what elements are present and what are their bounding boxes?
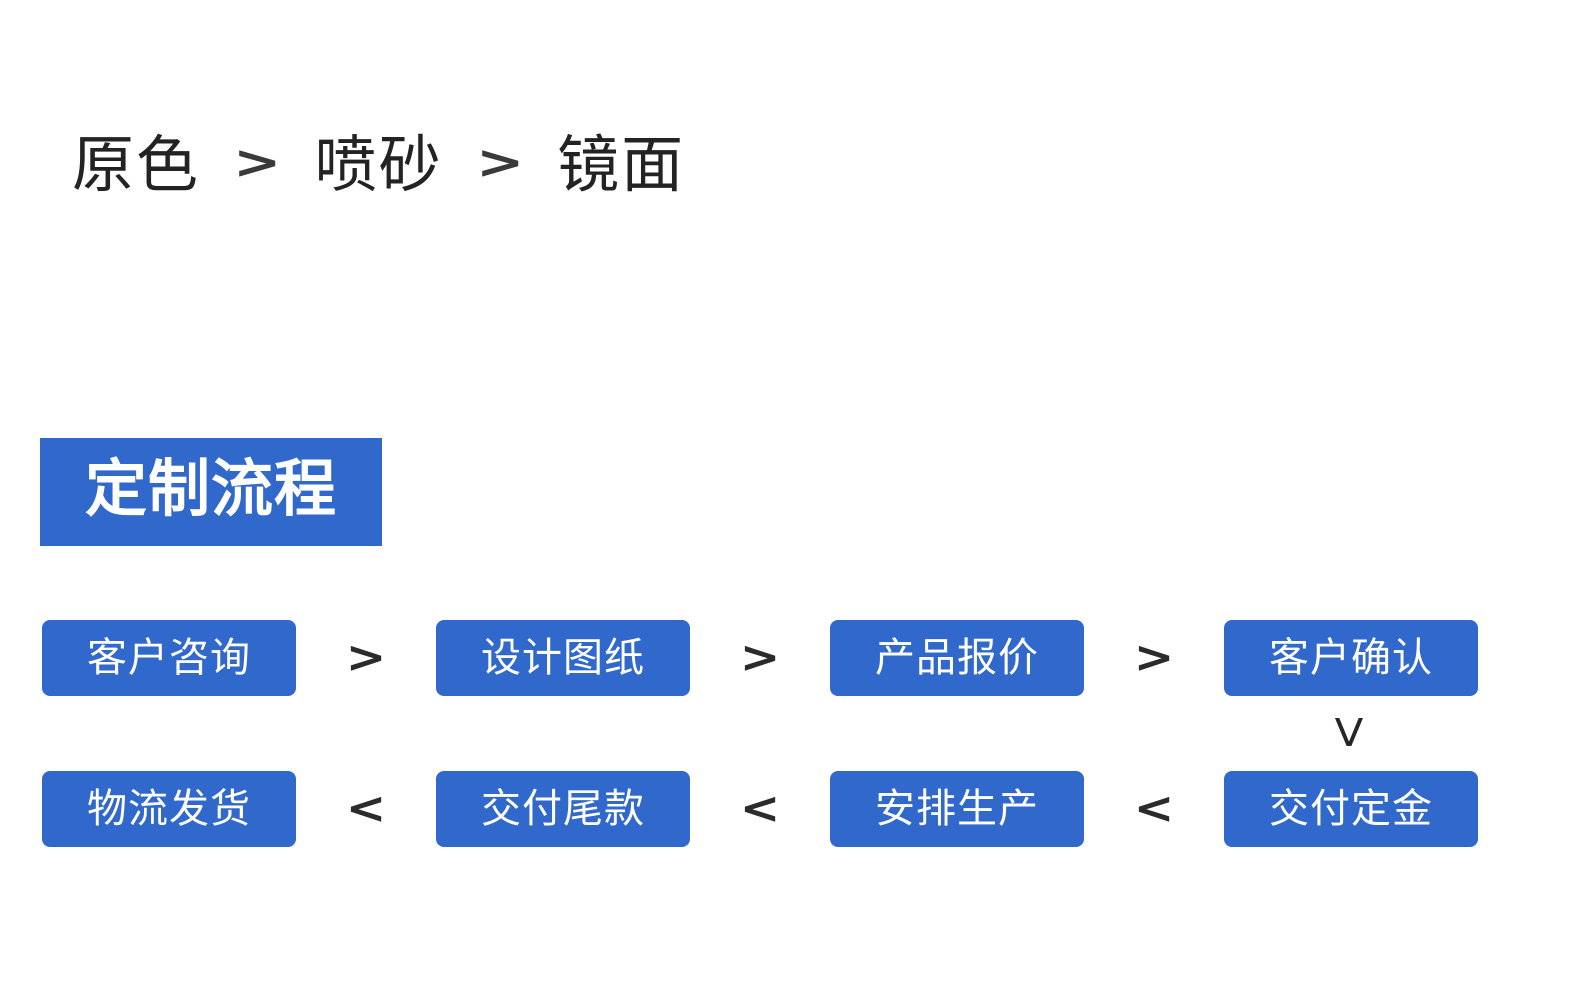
chevron-left-icon: < bbox=[345, 783, 387, 834]
flow-step-customer-confirmation[interactable]: 客户确认 bbox=[1224, 620, 1478, 696]
section-title-label: 定制流程 bbox=[84, 455, 337, 524]
flow-row-backward: 物流发货 < 交付尾款 < 安排生产 < 交付定金 bbox=[42, 771, 1478, 847]
finish-option-pensha[interactable]: 喷砂 bbox=[314, 131, 443, 200]
flow-step-arrange-production[interactable]: 安排生产 bbox=[830, 771, 1084, 847]
flow-step-product-quotation[interactable]: 产品报价 bbox=[830, 620, 1084, 696]
chevron-right-icon: > bbox=[1133, 632, 1175, 683]
finish-options-row: 原色 > 喷砂 > 镜面 bbox=[72, 120, 685, 212]
custom-process-flow: 客户咨询 > 设计图纸 > 产品报价 > 客户确认 物流发货 < 交付尾款 < … bbox=[42, 620, 1478, 847]
flow-step-final-payment[interactable]: 交付尾款 bbox=[436, 771, 690, 847]
flow-step-deposit-payment[interactable]: 交付定金 bbox=[1224, 771, 1478, 847]
finish-option-yuanse[interactable]: 原色 bbox=[72, 131, 201, 200]
flow-step-customer-inquiry[interactable]: 客户咨询 bbox=[42, 620, 296, 696]
chevron-right-icon: > bbox=[739, 632, 781, 683]
finish-option-jingmian[interactable]: 镜面 bbox=[557, 131, 686, 200]
flow-step-design-drawing[interactable]: 设计图纸 bbox=[436, 620, 690, 696]
chevron-right-icon: > bbox=[345, 632, 387, 683]
chevron-left-icon: < bbox=[739, 783, 781, 834]
section-title-badge: 定制流程 bbox=[40, 438, 382, 546]
flow-row-forward: 客户咨询 > 设计图纸 > 产品报价 > 客户确认 bbox=[42, 620, 1478, 696]
chevron-right-icon: > bbox=[475, 135, 524, 189]
chevron-right-icon: > bbox=[233, 135, 282, 189]
flow-step-logistics-shipping[interactable]: 物流发货 bbox=[42, 771, 296, 847]
chevron-left-icon: < bbox=[1133, 783, 1175, 834]
